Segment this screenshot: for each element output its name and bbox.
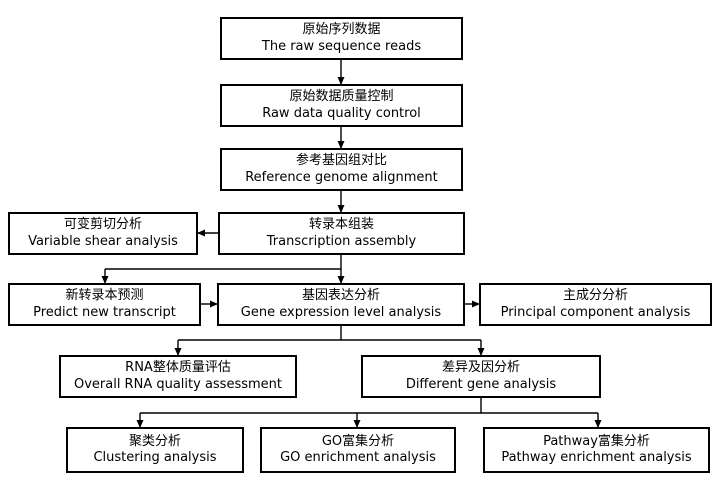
edge-deg-branch-trunk <box>140 398 598 414</box>
node-different-gene-zh: 差异及因分析 <box>441 360 520 376</box>
node-principal-component-en: Principal component analysis <box>500 304 691 320</box>
node-gene-expression-en: Gene expression level analysis <box>240 304 442 320</box>
edge-expression-branch-trunk <box>178 326 481 341</box>
node-variable-shear-zh: 可变剪切分析 <box>63 217 142 233</box>
node-go-enrichment-zh: GO富集分析 <box>321 433 395 449</box>
node-pathway-enrichment: Pathway富集分析 Pathway enrichment analysis <box>483 427 710 473</box>
node-variable-shear-en: Variable shear analysis <box>28 233 178 249</box>
node-clustering-zh: 聚类分析 <box>128 433 181 449</box>
node-gene-expression: 基因表达分析 Gene expression level analysis <box>217 283 465 326</box>
node-raw-reads: 原始序列数据 The raw sequence reads <box>220 17 463 60</box>
node-genome-alignment-zh: 参考基因组对比 <box>295 153 387 169</box>
node-quality-control-zh: 原始数据质量控制 <box>289 89 394 105</box>
node-transcription-assembly-en: Transcription assembly <box>266 233 417 249</box>
node-clustering: 聚类分析 Clustering analysis <box>66 427 244 473</box>
node-go-enrichment-en: GO enrichment analysis <box>280 450 436 465</box>
node-rna-quality-zh: RNA整体质量评估 <box>125 360 231 376</box>
node-different-gene: 差异及因分析 Different gene analysis <box>361 355 601 398</box>
node-quality-control-en: Raw data quality control <box>262 105 421 121</box>
edge-assembly-branch-trunk <box>105 255 342 270</box>
node-variable-shear: 可变剪切分析 Variable shear analysis <box>8 212 198 255</box>
node-predict-transcript-zh: 新转录本预测 <box>65 288 144 304</box>
node-transcription-assembly-zh: 转录本组装 <box>308 217 374 233</box>
node-quality-control: 原始数据质量控制 Raw data quality control <box>220 84 463 127</box>
node-rna-quality: RNA整体质量评估 Overall RNA quality assessment <box>59 355 297 398</box>
node-predict-transcript-en: Predict new transcript <box>33 304 176 320</box>
node-predict-transcript: 新转录本预测 Predict new transcript <box>8 283 201 326</box>
node-transcription-assembly: 转录本组装 Transcription assembly <box>218 212 465 255</box>
node-principal-component: 主成分分析 Principal component analysis <box>479 283 712 326</box>
node-go-enrichment: GO富集分析 GO enrichment analysis <box>260 427 456 473</box>
node-principal-component-zh: 主成分分析 <box>562 288 628 304</box>
node-raw-reads-zh: 原始序列数据 <box>302 22 381 38</box>
node-genome-alignment: 参考基因组对比 Reference genome alignment <box>220 148 463 191</box>
node-pathway-enrichment-en: Pathway enrichment analysis <box>501 450 692 465</box>
node-gene-expression-zh: 基因表达分析 <box>301 288 380 304</box>
node-rna-quality-en: Overall RNA quality assessment <box>73 376 283 392</box>
node-clustering-en: Clustering analysis <box>93 450 217 465</box>
node-genome-alignment-en: Reference genome alignment <box>245 169 438 185</box>
node-raw-reads-en: The raw sequence reads <box>261 38 422 54</box>
node-pathway-enrichment-zh: Pathway富集分析 <box>543 433 650 449</box>
node-different-gene-en: Different gene analysis <box>405 376 557 392</box>
